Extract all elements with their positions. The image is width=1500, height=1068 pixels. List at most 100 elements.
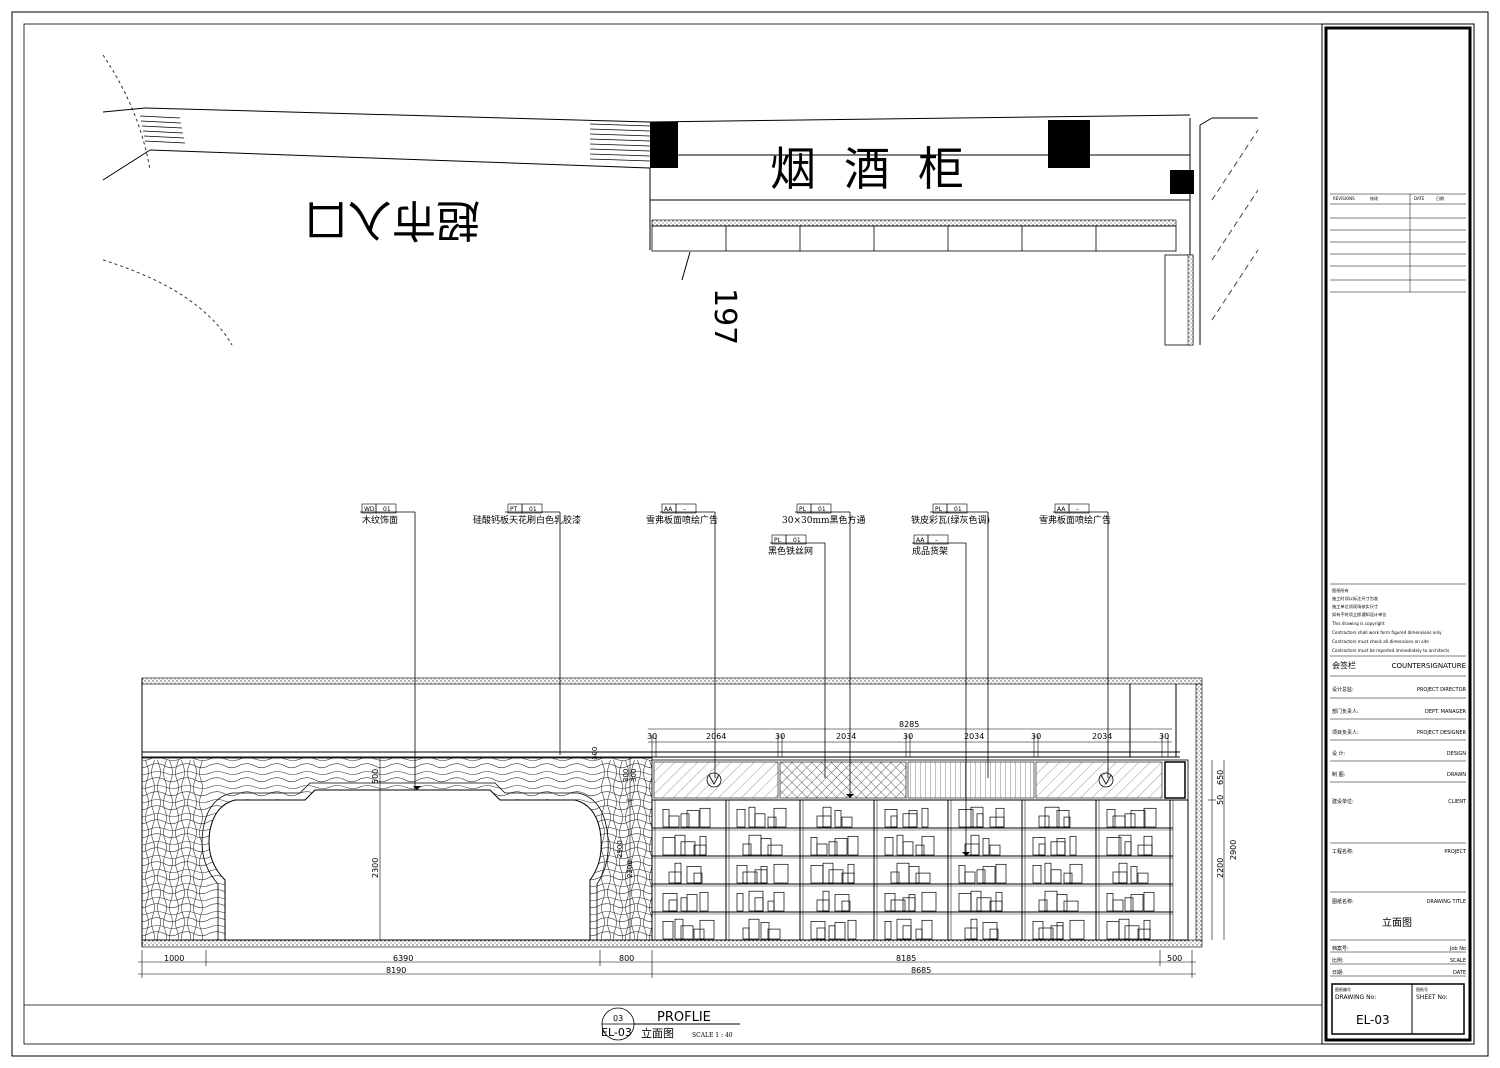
callout-aa-2: AA – 雪弗板面喷绘广告 — [1039, 503, 1111, 526]
svg-text:50: 50 — [1216, 795, 1225, 805]
svg-text:01: 01 — [383, 506, 391, 513]
svg-text:建设单位:: 建设单位: — [1332, 798, 1354, 805]
svg-text:2034: 2034 — [964, 732, 984, 741]
callout-pl01-mesh: PL 01 黑色铁丝网 — [768, 534, 813, 557]
svg-text:2064: 2064 — [706, 732, 726, 741]
svg-text:8285: 8285 — [899, 720, 919, 729]
svg-text:–: – — [935, 537, 938, 544]
svg-text:This drawing is copyright: This drawing is copyright — [1331, 621, 1385, 626]
svg-text:01: 01 — [954, 506, 962, 513]
callout-label-tile: 铁皮彩瓦(绿灰色调) — [911, 514, 990, 526]
svg-text:01: 01 — [818, 506, 826, 513]
svg-text:PT: PT — [510, 506, 518, 513]
svg-text:500: 500 — [1167, 954, 1182, 963]
svg-text:图纸编号: 图纸编号 — [1335, 986, 1351, 992]
title-block-notes: 图纸所有 施工时须以标注尺寸为准 施工单位须现场核实尺寸 如有不符须立即通知设计… — [1331, 587, 1449, 653]
entrance-label: 超市入口 — [304, 194, 480, 245]
svg-text:DEPT. MANAGER: DEPT. MANAGER — [1425, 709, 1467, 715]
outer-frame — [11, 11, 1489, 1057]
svg-text:100: 100 — [591, 747, 599, 760]
svg-text:施工单位须现场核实尺寸: 施工单位须现场核实尺寸 — [1332, 603, 1378, 610]
drawing-title-en: PROFLIE — [657, 1010, 711, 1025]
mesh-panel — [779, 761, 907, 799]
callout-label-ad2: 雪弗板面喷绘广告 — [1039, 514, 1111, 526]
svg-text:AA: AA — [1057, 506, 1066, 513]
svg-text:图纸号: 图纸号 — [1416, 986, 1428, 992]
svg-text:SCALE: SCALE — [1450, 958, 1466, 964]
callout-wd01: WD 01 木纹饰面 — [361, 503, 398, 526]
plan-dimension: 197 — [707, 288, 742, 345]
svg-text:比例:: 比例: — [1332, 957, 1344, 964]
shelving — [651, 799, 1189, 941]
callout-label-ad1: 雪弗板面喷绘广告 — [646, 514, 718, 526]
svg-text:2900: 2900 — [616, 840, 624, 858]
svg-text:DRAWING No:: DRAWING No: — [1335, 994, 1376, 1001]
svg-text:WD: WD — [364, 506, 375, 513]
tile-panel — [907, 761, 1035, 799]
title-block-drawing-title: 立面图 — [1382, 916, 1412, 929]
svg-text:2034: 2034 — [836, 732, 856, 741]
svg-text:30: 30 — [903, 732, 913, 741]
svg-text:8190: 8190 — [386, 966, 406, 975]
callout-label-tube: 30×30mm黑色方通 — [782, 514, 866, 526]
svg-text:制 图:: 制 图: — [1332, 771, 1346, 778]
svg-text:8185: 8185 — [896, 954, 916, 963]
svg-text:如有不符须立即通知设计单位: 如有不符须立即通知设计单位 — [1332, 611, 1386, 618]
svg-text:修改: 修改 — [1370, 195, 1378, 201]
svg-text:650: 650 — [1216, 770, 1225, 785]
svg-text:–: – — [683, 506, 686, 513]
svg-text:图纸所有: 图纸所有 — [1332, 587, 1349, 594]
drawing-title: 03 EL-03 PROFLIE 立面图 SCALE 1 : 40 — [601, 1007, 740, 1041]
svg-text:日期: 日期 — [1436, 195, 1444, 201]
dimension-text: 8285 30 2064 30 2034 30 2034 30 2034 30 … — [164, 720, 1238, 975]
title-block: REVISIONS 修改 DATE 日期 图纸所有 施工时须以标注尺寸为准 施工… — [1321, 23, 1475, 1045]
svg-text:500: 500 — [371, 769, 380, 784]
svg-text:AA: AA — [916, 537, 925, 544]
svg-text:设计总监:: 设计总监: — [1332, 686, 1354, 693]
countersign-cn: 会签栏 — [1332, 660, 1356, 670]
svg-text:2034: 2034 — [1092, 732, 1112, 741]
svg-text:–: – — [1076, 506, 1079, 513]
callout-label-mesh: 黑色铁丝网 — [768, 545, 813, 557]
plan-fragment: 超市入口 烟酒柜 197 — [102, 54, 1259, 346]
svg-text:8685: 8685 — [911, 966, 931, 975]
callout-aa-1: AA – 雪弗板面喷绘广告 — [646, 503, 718, 526]
svg-text:Job No: Job No — [1449, 946, 1466, 952]
drawing-sheet-ref: EL-03 — [601, 1026, 632, 1039]
svg-text:Contractors shall work form fi: Contractors shall work form figured dime… — [1332, 630, 1442, 635]
drawing-no-value: EL-03 — [1356, 1013, 1390, 1027]
svg-text:PL: PL — [774, 537, 782, 544]
svg-text:REVISIONS: REVISIONS — [1333, 196, 1355, 201]
svg-text:30: 30 — [647, 732, 657, 741]
callout-label-wood: 木纹饰面 — [362, 514, 398, 526]
callout-pl01-tube: PL 01 30×30mm黑色方通 — [782, 503, 866, 526]
svg-text:CLIENT: CLIENT — [1448, 799, 1467, 805]
svg-text:日期:: 日期: — [1332, 970, 1344, 976]
svg-text:项目负责人:: 项目负责人: — [1332, 729, 1359, 736]
countersign-en: COUNTERSIGNATURE — [1392, 662, 1466, 670]
svg-text:DRAWN: DRAWN — [1447, 772, 1466, 778]
svg-text:PL: PL — [935, 506, 943, 513]
svg-text:01: 01 — [529, 506, 537, 513]
svg-text:档案号:: 档案号: — [1332, 945, 1349, 952]
svg-text:PL: PL — [799, 506, 807, 513]
callout-pl01-tile: PL 01 铁皮彩瓦(绿灰色调) — [911, 503, 990, 526]
svg-text:30: 30 — [775, 732, 785, 741]
dimensions — [138, 728, 1225, 978]
svg-text:DATE: DATE — [1453, 970, 1466, 976]
drawing-title-cn: 立面图 — [641, 1026, 674, 1040]
svg-text:AA: AA — [664, 506, 673, 513]
svg-text:图纸名称:: 图纸名称: — [1332, 898, 1354, 905]
svg-text:DESIGN: DESIGN — [1447, 751, 1467, 757]
svg-text:2900: 2900 — [1229, 840, 1238, 860]
callout-aa-shelf: AA – 成品货架 — [912, 534, 949, 557]
svg-text:01: 01 — [793, 537, 801, 544]
callout-label-shelf: 成品货架 — [912, 545, 948, 557]
svg-text:300: 300 — [630, 769, 638, 782]
svg-text:SHEET No:: SHEET No: — [1416, 994, 1448, 1001]
svg-text:部门负责人:: 部门负责人: — [1332, 708, 1359, 715]
svg-text:2300: 2300 — [371, 858, 380, 878]
